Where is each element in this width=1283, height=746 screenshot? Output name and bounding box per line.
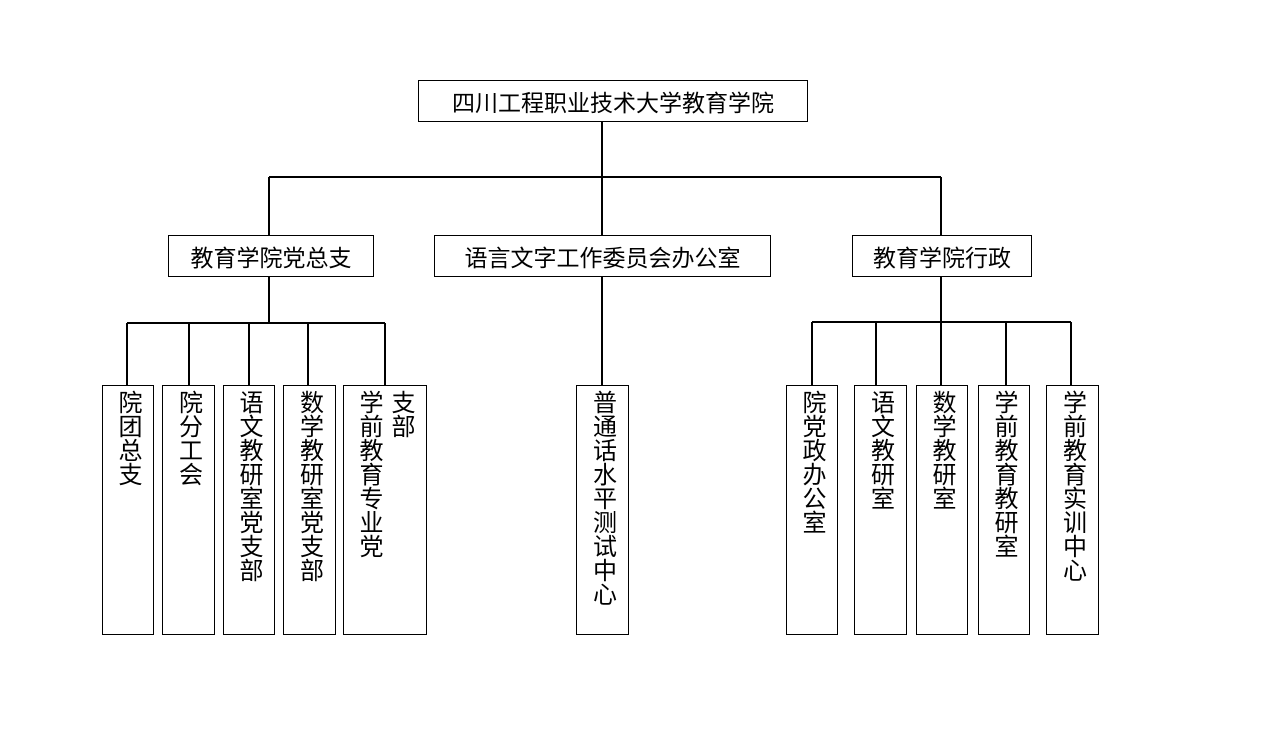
- root-node-label: 四川工程职业技术大学教育学院: [452, 91, 774, 117]
- unit-trade-union: 院分工会: [162, 385, 215, 635]
- branch-administration: 教育学院行政: [852, 235, 1032, 277]
- unit-label: 学前教育实训中心: [1058, 390, 1087, 582]
- unit-putonghua-test-center: 普通话水平测试中心: [576, 385, 629, 635]
- unit-label: 数学教研室: [928, 390, 956, 510]
- unit-youth-league: 院团总支: [102, 385, 154, 635]
- unit-label-col2: 支部: [387, 390, 415, 438]
- unit-preschool-training-center: 学前教育实训中心: [1046, 385, 1099, 635]
- unit-admin-office: 院党政办公室: [786, 385, 838, 635]
- branch-language-office-label: 语言文字工作委员会办公室: [464, 246, 741, 272]
- branch-administration-label: 教育学院行政: [873, 246, 1011, 272]
- unit-label: 普通话水平测试中心: [588, 390, 617, 606]
- unit-preschool-party-branch: 支部 学前教育专业党: [343, 385, 427, 635]
- unit-label: 数学教研室党支部: [295, 390, 324, 582]
- root-node: 四川工程职业技术大学教育学院: [418, 80, 808, 122]
- branch-language-office: 语言文字工作委员会办公室: [434, 235, 771, 277]
- unit-math-teaching: 数学教研室: [916, 385, 968, 635]
- unit-math-party-branch: 数学教研室党支部: [283, 385, 336, 635]
- unit-chinese-teaching: 语文教研室: [854, 385, 907, 635]
- unit-label: 院团总支: [114, 390, 142, 486]
- branch-party-committee-label: 教育学院党总支: [190, 246, 352, 272]
- branch-party-committee: 教育学院党总支: [168, 235, 374, 277]
- unit-preschool-teaching: 学前教育教研室: [978, 385, 1030, 635]
- unit-label-col1: 学前教育专业党: [355, 390, 383, 558]
- unit-label: 语文教研室党支部: [235, 390, 263, 582]
- unit-label: 院党政办公室: [798, 390, 826, 534]
- unit-label: 院分工会: [174, 390, 203, 486]
- unit-label: 语文教研室: [866, 390, 895, 510]
- unit-chinese-party-branch: 语文教研室党支部: [223, 385, 275, 635]
- unit-label: 学前教育教研室: [990, 390, 1018, 558]
